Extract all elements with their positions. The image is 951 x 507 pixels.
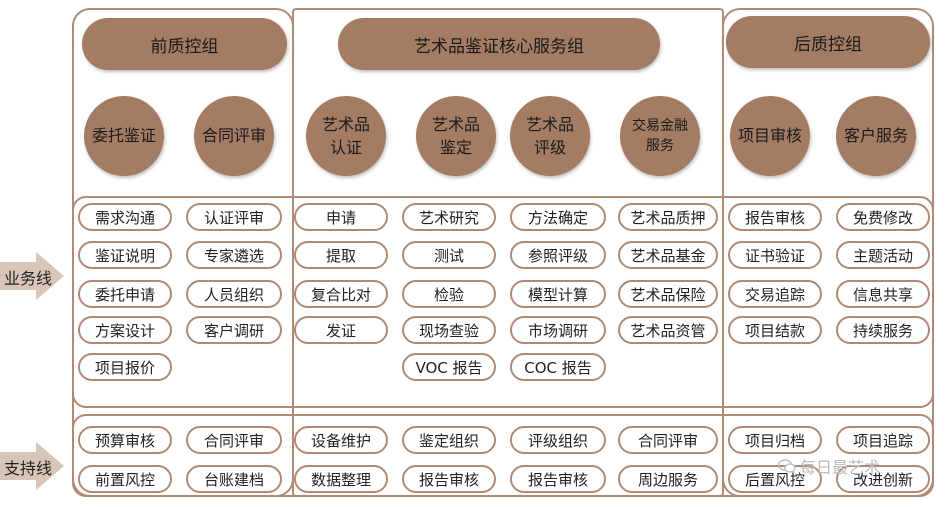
business-item: 申请	[294, 203, 388, 231]
support-item: 鉴定组织	[402, 426, 496, 454]
business-item: 报告审核	[728, 203, 822, 231]
support-item: 后置风控	[728, 465, 822, 493]
business-item: 专家遴选	[186, 241, 282, 269]
support-item: 合同评审	[618, 426, 718, 454]
business-item: 测试	[402, 241, 496, 269]
service-circle: 交易金融 服务	[620, 96, 700, 176]
business-item: 市场调研	[510, 316, 606, 344]
support-item: 设备维护	[294, 426, 388, 454]
business-item: 交易追踪	[728, 280, 822, 308]
support-item: 数据整理	[294, 465, 388, 493]
business-item: 客户调研	[186, 316, 282, 344]
business-line-label: 业务线	[4, 269, 53, 288]
business-item: 方案设计	[78, 316, 172, 344]
business-item: 艺术品质押	[618, 203, 718, 231]
support-line-arrow-icon	[0, 442, 64, 490]
support-item: 合同评审	[186, 426, 282, 454]
watermark-text: 每日最艺术	[800, 458, 881, 477]
support-item: 项目归档	[728, 426, 822, 454]
business-line-band	[72, 196, 934, 408]
business-item: 提取	[294, 241, 388, 269]
support-item: 评级组织	[510, 426, 606, 454]
business-line-arrow-icon	[0, 252, 64, 300]
support-item: 周边服务	[618, 465, 718, 493]
business-item: 参照评级	[510, 241, 606, 269]
wechat-icon	[778, 459, 796, 473]
business-item: 模型计算	[510, 280, 606, 308]
watermark: 每日最艺术	[778, 454, 880, 478]
business-item: 项目结款	[728, 316, 822, 344]
business-item: 发证	[294, 316, 388, 344]
support-line-band	[72, 414, 934, 497]
support-item: 报告审核	[510, 465, 606, 493]
service-circle: 委托鉴证	[84, 96, 164, 176]
pre-group-header: 前质控组	[82, 18, 287, 70]
business-item: 证书验证	[728, 241, 822, 269]
support-line-label: 支持线	[4, 459, 53, 478]
core-group-header: 艺术品鉴证核心服务组	[338, 18, 660, 70]
business-item: 人员组织	[186, 280, 282, 308]
business-item: 检验	[402, 280, 496, 308]
support-item: 台账建档	[186, 465, 282, 493]
business-item: 艺术品资管	[618, 316, 718, 344]
business-item: 艺术品保险	[618, 280, 718, 308]
support-item: 预算审核	[78, 426, 172, 454]
business-item: VOC 报告	[402, 353, 496, 381]
business-item: 艺术研究	[402, 203, 496, 231]
business-item: 委托申请	[78, 280, 172, 308]
business-item: 方法确定	[510, 203, 606, 231]
business-item: COC 报告	[510, 353, 606, 381]
business-item: 持续服务	[836, 316, 930, 344]
business-item: 现场查验	[402, 316, 496, 344]
service-circle: 艺术品 评级	[510, 96, 590, 176]
service-circle: 客户服务	[836, 96, 916, 176]
post-group-header: 后质控组	[726, 16, 930, 68]
service-circle: 艺术品 鉴定	[416, 96, 496, 176]
business-item: 复合比对	[294, 280, 388, 308]
business-item: 艺术品基金	[618, 241, 718, 269]
business-item: 认证评审	[186, 203, 282, 231]
support-item: 报告审核	[402, 465, 496, 493]
business-item: 需求沟通	[78, 203, 172, 231]
service-circle: 艺术品 认证	[306, 96, 386, 176]
business-item: 主题活动	[836, 241, 930, 269]
support-item: 项目追踪	[836, 426, 930, 454]
support-item: 前置风控	[78, 465, 172, 493]
business-item: 免费修改	[836, 203, 930, 231]
business-item: 鉴证说明	[78, 241, 172, 269]
support-item: 改进创新	[836, 465, 930, 493]
service-circle: 合同评审	[194, 96, 274, 176]
business-item: 项目报价	[78, 353, 172, 381]
business-item: 信息共享	[836, 280, 930, 308]
service-circle: 项目审核	[730, 96, 810, 176]
